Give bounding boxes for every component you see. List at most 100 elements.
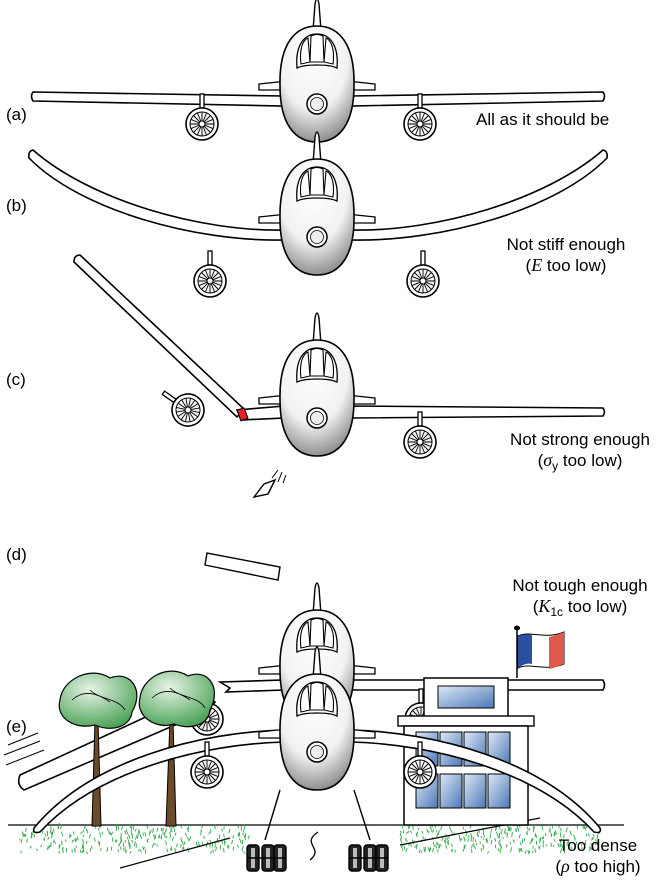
grass-blade [499, 849, 502, 854]
panel-label-e: (e) [6, 717, 27, 736]
grass-blade [562, 845, 566, 849]
grass-blade [584, 839, 587, 846]
right-wheel-icon [403, 411, 437, 459]
grass-blade [582, 826, 584, 829]
grass-patch [19, 823, 601, 855]
grass-blade [559, 838, 562, 844]
grass-blade [588, 833, 590, 837]
grass-blade [591, 845, 595, 851]
airplane-normal [30, 0, 606, 143]
grass-blade [237, 825, 239, 829]
grass-blade [22, 833, 25, 837]
grass-blade [440, 825, 443, 831]
grass-blade [523, 837, 526, 842]
grass-blade [462, 848, 465, 852]
grass-blade [129, 850, 132, 854]
grass-blade [510, 847, 512, 853]
grass-blade [61, 840, 63, 846]
grass-blade [58, 843, 61, 849]
grass-blade [232, 846, 235, 851]
grass-blade [436, 832, 439, 838]
grass-blade [451, 848, 454, 852]
grass-blade [49, 827, 52, 833]
grass-blade [570, 846, 573, 850]
grass-blade [463, 836, 466, 842]
grass-blade [542, 844, 544, 848]
grass-blade [563, 848, 566, 854]
grass-blade [153, 834, 156, 840]
grass-blade [33, 834, 36, 838]
grass-blade [115, 839, 118, 843]
grass-blade [499, 847, 502, 851]
caption-e-line1: Too dense [558, 836, 638, 855]
panel-label-b: (b) [6, 196, 27, 215]
grass-blade [467, 838, 470, 842]
grass-blade [184, 832, 188, 837]
grass-blade [500, 831, 503, 835]
grass-blade [524, 850, 527, 854]
grass-blade [459, 838, 462, 842]
grass-blade [541, 825, 544, 831]
grass-blade [120, 837, 123, 843]
grass-blade [432, 829, 435, 833]
grass-blade [165, 835, 168, 839]
grass-blade [69, 833, 72, 838]
grass-blade [449, 826, 452, 831]
grass-blade [526, 826, 529, 831]
grass-blade [80, 831, 82, 835]
grass-blade [237, 832, 240, 837]
grass-blade [596, 836, 599, 840]
grass-blade [81, 842, 84, 848]
grass-blade [423, 847, 425, 852]
grass-blade [418, 849, 421, 854]
grass-blade [29, 845, 32, 849]
grass-blade [427, 848, 431, 853]
grass-blade [36, 848, 39, 852]
grass-blade [227, 844, 230, 848]
grass-blade [128, 834, 131, 839]
grass-blade [142, 832, 144, 836]
grass-blade [60, 831, 64, 837]
caption-c: Not strong enough (σy too low) [496, 430, 664, 473]
grass-blade [22, 834, 24, 837]
grass-blade [243, 824, 246, 829]
grass-blade [557, 843, 560, 848]
airplane-wing-yielding [73, 254, 606, 459]
grass-blade [119, 840, 122, 846]
grass-blade [445, 844, 448, 849]
grass-blade [187, 826, 190, 831]
grass-blade [138, 829, 141, 834]
grass-blade [508, 826, 511, 832]
grass-blade [530, 838, 533, 842]
grass-blade [241, 848, 244, 852]
grass-blade [171, 836, 174, 842]
grass-blade [243, 835, 247, 841]
caption-b-line2: (E too low) [525, 255, 607, 275]
grass-blade [498, 841, 500, 846]
grass-blade [243, 827, 246, 831]
grass-blade [490, 828, 493, 833]
grass-blade [529, 841, 532, 845]
grass-blade [426, 828, 429, 833]
grass-blade [169, 848, 172, 851]
grass-blade [407, 830, 410, 834]
grass-blade [137, 830, 140, 835]
grass-blade [482, 845, 485, 850]
grass-blade [480, 835, 483, 839]
grass-blade [399, 833, 402, 837]
grass-blade [174, 832, 177, 836]
grass-blade [188, 836, 192, 841]
grass-blade [241, 845, 244, 849]
grass-blade [591, 836, 595, 840]
ground-crack [309, 831, 319, 861]
grass-blade [553, 831, 556, 837]
grass-blade [509, 841, 511, 844]
grass-blade [568, 842, 571, 847]
grass-blade [83, 825, 86, 830]
grass-blade [431, 847, 435, 853]
grass-blade [532, 828, 535, 833]
grass-blade [223, 841, 226, 846]
grass-blade [550, 832, 553, 836]
grass-blade [399, 838, 402, 842]
